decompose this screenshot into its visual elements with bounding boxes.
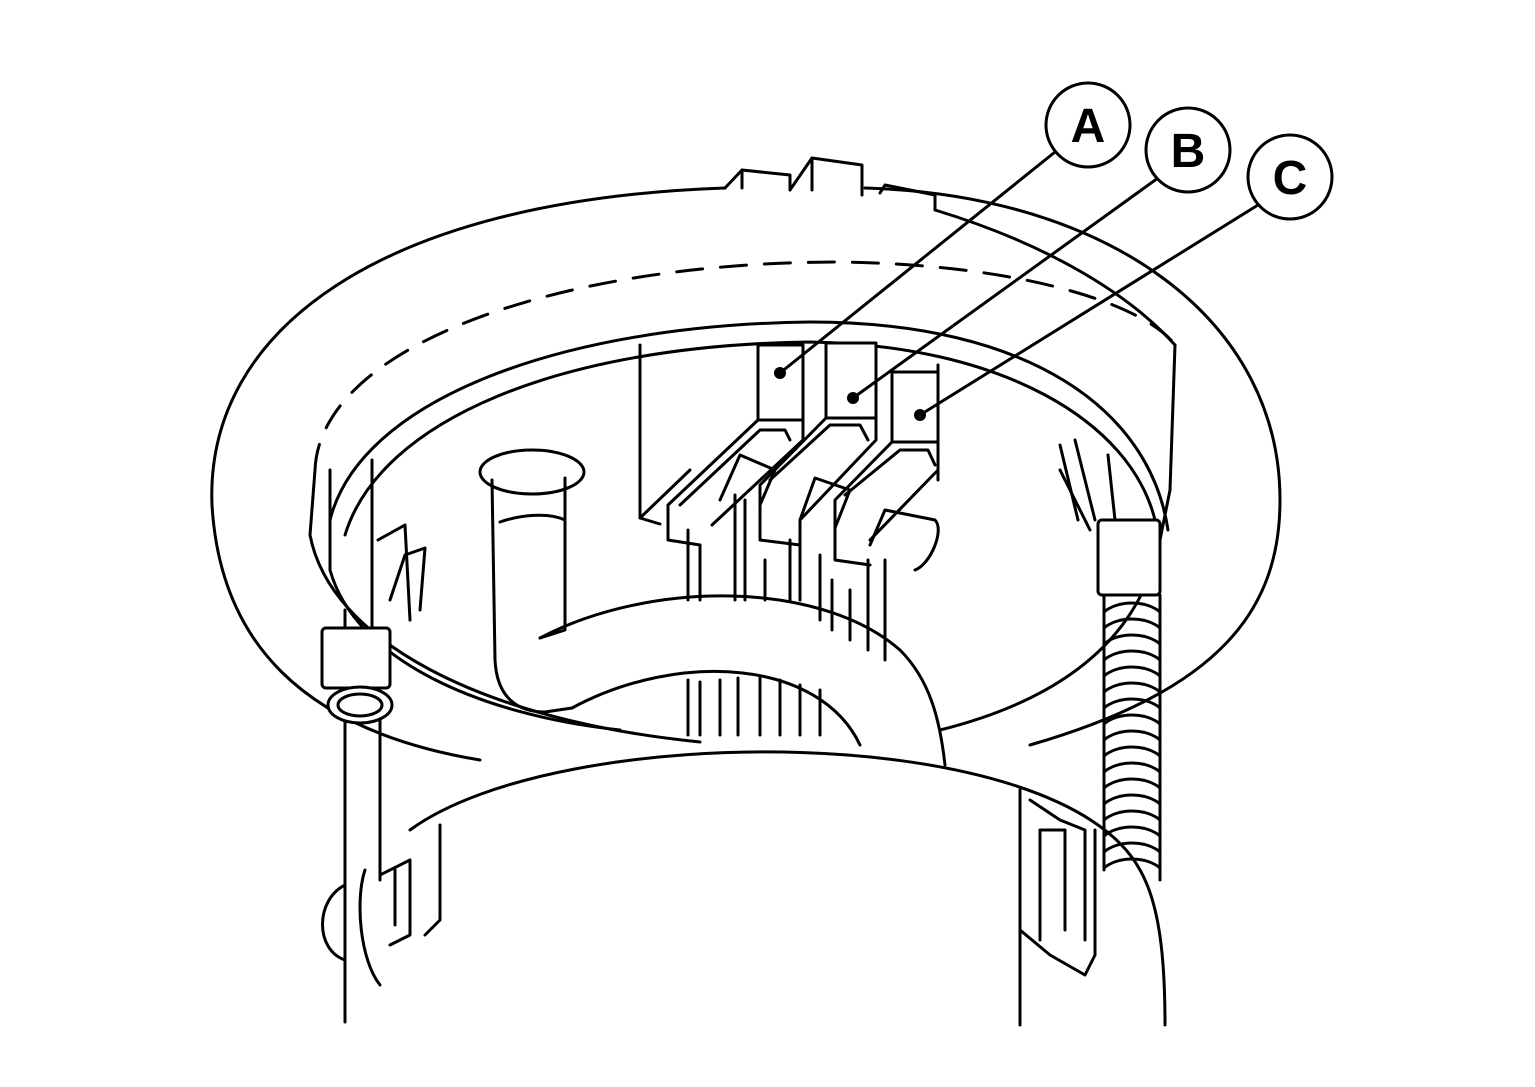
right-retainer-clip [1018,798,1097,977]
connector-latches [686,453,940,662]
left-guide-rod [320,458,427,1024]
flange-top-tabs [723,156,937,212]
callout-c-label: C [1273,152,1308,205]
leader-dot-b [847,392,859,404]
right-corrugated-hose [1058,438,1162,882]
inner-ring [308,260,1177,744]
callout-b: B [1144,106,1232,194]
callout-leaders [774,150,1260,421]
leader-dot-a [774,367,786,379]
left-retainer-clip [321,858,412,987]
fuel-hose-elbow [478,448,947,767]
connector-b [758,341,878,547]
pump-module-cylinder [408,676,1167,1027]
callout-c: C [1246,133,1334,221]
callout-a-label: A [1071,100,1106,153]
callout-b-label: B [1171,125,1206,178]
leader-dot-c [914,409,926,421]
connector-a [666,343,805,547]
callout-a: A [1044,81,1132,169]
